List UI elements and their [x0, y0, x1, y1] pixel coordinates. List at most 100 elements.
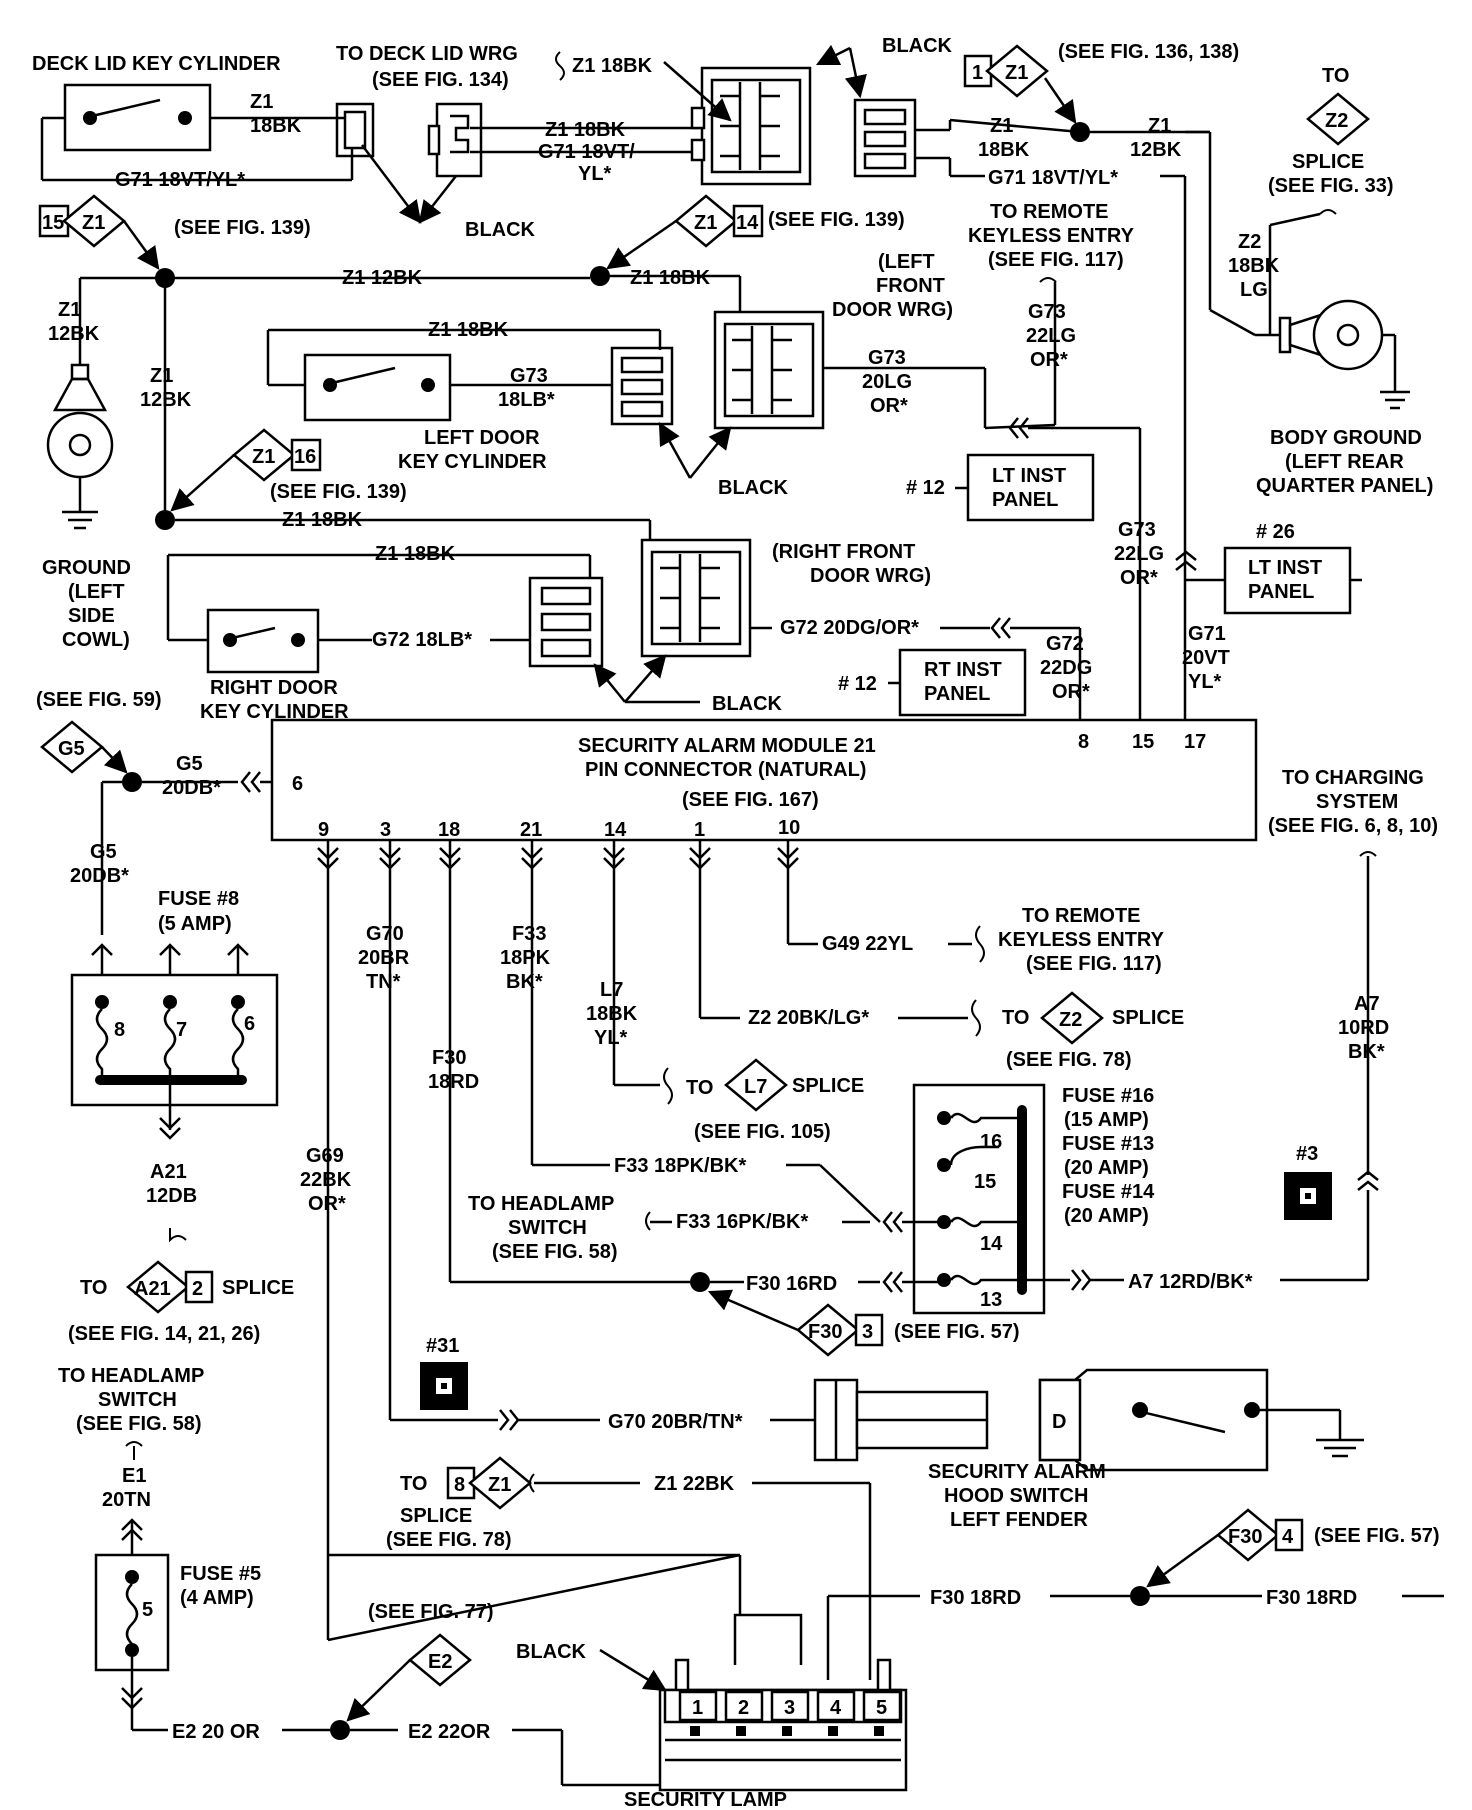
amp15-label: (15 AMP) — [1064, 1109, 1149, 1131]
security-lamp-label: SECURITY LAMP — [624, 1789, 787, 1810]
10rd-label: 10RD — [1338, 1017, 1389, 1039]
num12-label-lt: # 12 — [906, 477, 945, 499]
z1-18bk-label-rdoor: Z1 18BK — [282, 509, 363, 531]
left-cowl-ground-eyelet — [46, 363, 114, 530]
pin-1: 1 — [694, 819, 705, 841]
svg-text:16: 16 — [980, 1131, 1002, 1153]
22lg-label-top: 22LG — [1026, 325, 1076, 347]
svg-text:Z1: Z1 — [694, 212, 717, 234]
amp4-label: (4 AMP) — [180, 1587, 254, 1609]
splice-e2 — [408, 1633, 472, 1687]
side-label: SIDE — [68, 605, 115, 627]
num3-label: #3 — [1296, 1143, 1318, 1165]
pin-14: 14 — [604, 819, 627, 841]
lt-inst-panel-26: LT INST PANEL — [1223, 546, 1362, 615]
18bk-label-l7: 18BK — [586, 1003, 638, 1025]
svg-text:1: 1 — [692, 1697, 703, 1719]
deck-lid-key-cylinder-label: DECK LID KEY CYLINDER — [32, 53, 281, 75]
or-label-22lg: OR* — [1120, 567, 1158, 589]
or-label-22lg-top: OR* — [1030, 349, 1068, 371]
f33-label: F33 — [512, 923, 546, 945]
see-fig-136-138-label: (SEE FIG. 136, 138) — [1058, 41, 1239, 63]
z1-label-12bk: Z1 — [1148, 115, 1171, 137]
connector-chevron-g73 — [1008, 417, 1029, 439]
z1-18bk-label-ldoor: Z1 18BK — [428, 319, 509, 341]
system-label: SYSTEM — [1316, 791, 1398, 813]
svg-text:1: 1 — [972, 62, 983, 84]
svg-text:RT INST: RT INST — [924, 659, 1002, 681]
a7-label: A7 — [1354, 993, 1380, 1015]
svg-text:7: 7 — [176, 1019, 187, 1041]
tn-label: TN* — [366, 971, 401, 993]
svg-text:PIN CONNECTOR (NATURAL): PIN CONNECTOR (NATURAL) — [585, 759, 866, 781]
e1-label: E1 — [122, 1465, 146, 1487]
svg-text:8: 8 — [114, 1019, 125, 1041]
switch-label: SWITCH — [508, 1217, 587, 1239]
deck-lid-connector-left — [238, 102, 375, 182]
svg-text:16: 16 — [294, 446, 316, 468]
e2-20or-label: E2 20 OR — [172, 1721, 260, 1743]
connector-top-right — [853, 98, 1081, 178]
to-label-l7: TO — [686, 1077, 713, 1099]
hood-switch-connector — [813, 1378, 989, 1462]
deck-lid-connector-right — [427, 102, 700, 178]
right-door-connector-small — [528, 576, 604, 668]
splice-g5 — [40, 720, 104, 774]
splice-z1-16: Z1 16 — [232, 428, 322, 482]
f30-label-vert: F30 — [432, 1047, 466, 1069]
fuse14-label: FUSE #14 — [1062, 1181, 1155, 1203]
cowl-label: COWL) — [62, 629, 130, 651]
pin-9: 9 — [318, 819, 329, 841]
lt-inst-panel-12: LT INST PANEL — [955, 453, 1095, 522]
pin-3: 3 — [380, 819, 391, 841]
left-paren-label: (LEFT — [68, 581, 125, 603]
20db-label-pin6: 20DB* — [162, 777, 221, 799]
see-fig-6-8-10-label: (SEE FIG. 6, 8, 10) — [1268, 815, 1438, 837]
g72-18lb-label: G72 18LB* — [372, 629, 472, 651]
svg-text:Z1: Z1 — [82, 212, 105, 234]
svg-text:A21: A21 — [134, 1278, 171, 1300]
f30-18rd-label-1: F30 18RD — [930, 1587, 1021, 1609]
num12-label-rt: # 12 — [838, 673, 877, 695]
fuse-block-16-15-14-13: 16 15 14 13 — [912, 1083, 1046, 1315]
z1-label-tr: Z1 — [990, 115, 1013, 137]
z1-label-vert: Z1 — [150, 365, 173, 387]
svg-text:D: D — [1052, 1411, 1066, 1433]
12db-label: 12DB — [146, 1185, 197, 1207]
keyless-entry-label-top: KEYLESS ENTRY — [968, 225, 1135, 247]
svg-text:5: 5 — [142, 1599, 153, 1621]
g73-label-ldoor: G73 — [510, 365, 548, 387]
splice-label-a21: SPLICE — [222, 1277, 294, 1299]
f33-18pkbk-label: F33 18PK/BK* — [614, 1155, 746, 1177]
door-wrg-label-right: DOOR WRG) — [810, 565, 931, 587]
g71-18vt-yl-label: G71 18VT/YL* — [115, 169, 245, 191]
key-cylinder-label-right: KEY CYLINDER — [200, 701, 349, 723]
splice-dot-e2 — [330, 1720, 350, 1740]
see-fig-78-label-b: (SEE FIG. 78) — [386, 1529, 512, 1551]
pin-18: 18 — [438, 819, 460, 841]
or-label-g69: OR* — [308, 1193, 346, 1215]
20db-label-left: 20DB* — [70, 865, 129, 887]
body-ground-eyelet — [1255, 299, 1410, 410]
18rd-label-vert: 18RD — [428, 1071, 479, 1093]
20tn-label: 20TN — [102, 1489, 151, 1511]
rt-inst-panel-12: RT INST PANEL — [888, 648, 1027, 717]
18bk-label: 18BK — [250, 115, 302, 137]
yl-label-g71: YL* — [1188, 671, 1222, 693]
svg-text:Z1: Z1 — [252, 446, 275, 468]
splice-label-z2-bottom: SPLICE — [1112, 1007, 1184, 1029]
svg-text:3: 3 — [862, 1321, 873, 1343]
security-alarm-label: SECURITY ALARM — [928, 1461, 1106, 1483]
g5-label-left: G5 — [90, 841, 117, 863]
to-label-z2-bottom: TO — [1002, 1007, 1029, 1029]
module-pin-wires — [317, 840, 799, 1640]
svg-text:Z1: Z1 — [488, 1474, 511, 1496]
z1-label-left: Z1 — [58, 299, 81, 321]
20vt-label: 20VT — [1182, 647, 1230, 669]
door-wrg-label-left: DOOR WRG) — [832, 299, 953, 321]
deck-lid-key-cylinder: DECK LID KEY CYLINDER — [32, 53, 320, 182]
splice-l7 — [724, 1058, 788, 1112]
12bk-label-vert: 12BK — [140, 389, 192, 411]
g72-label: G72 — [1046, 633, 1084, 655]
svg-text:L7: L7 — [744, 1076, 767, 1098]
